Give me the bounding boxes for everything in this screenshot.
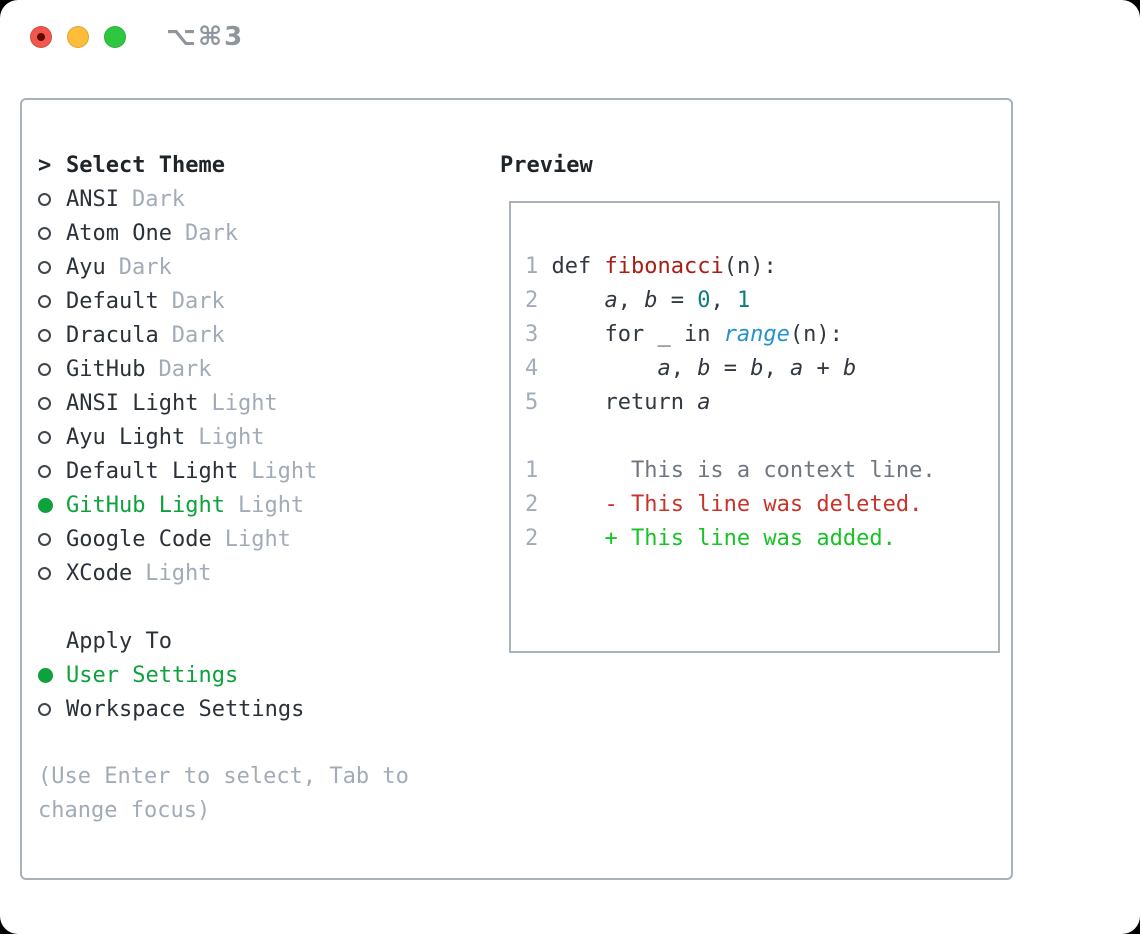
theme-list-header: > Select Theme [38,148,490,182]
spacer [38,726,490,760]
radio-unselected-icon [38,464,66,478]
title-bar: ⌥⌘3 [0,0,1140,74]
spacer [38,590,490,624]
theme-option-ayu-light[interactable]: Ayu Light Light [38,420,490,454]
apply-to-title: Apply To [66,628,172,654]
theme-list: > Select Theme ANSI Dark Atom One Dark A… [38,148,490,828]
theme-option-github-dark[interactable]: GitHub Dark [38,352,490,386]
radio-unselected-icon [38,532,66,546]
theme-option-atom-one-dark[interactable]: Atom One Dark [38,216,490,250]
code-line: 4 a, b = b, a + b [525,356,857,381]
radio-unselected-icon [38,226,66,240]
radio-unselected-icon [38,260,66,274]
preview-section: Preview 1 def fibonacci(n): 2 a, b = 0, … [500,148,1000,653]
radio-unselected-icon [38,396,66,410]
radio-unselected-icon [38,430,66,444]
theme-option-default-dark[interactable]: Default Dark [38,284,490,318]
radio-unselected-icon [38,192,66,206]
theme-option-google-code[interactable]: Google Code Light [38,522,490,556]
theme-option-dracula-dark[interactable]: Dracula Dark [38,318,490,352]
preview-box: 1 def fibonacci(n): 2 a, b = 0, 1 3 for … [509,201,1000,653]
preview-title: Preview [500,152,593,178]
apply-to-option-user-settings[interactable]: User Settings [38,658,490,692]
theme-option-ansi-light[interactable]: ANSI Light Light [38,386,490,420]
code-line: 2 a, b = 0, 1 [525,288,751,313]
diff-context-line: 1 This is a context line. [525,458,936,483]
close-button-icon[interactable] [30,26,52,48]
theme-option-xcode[interactable]: XCode Light [38,556,490,590]
radio-unselected-icon [38,294,66,308]
apply-to-option-workspace-settings[interactable]: Workspace Settings [38,692,490,726]
radio-selected-icon [38,497,66,513]
radio-unselected-icon [38,566,66,580]
zoom-button-icon[interactable] [104,26,126,48]
diff-added-line: 2 + This line was added. [525,526,896,551]
window-title: ⌥⌘3 [166,22,245,52]
main-panel: > Select Theme ANSI Dark Atom One Dark A… [20,98,1013,880]
preview-header: Preview [500,148,1000,182]
help-text-line-2: change focus) [38,798,211,823]
minimize-button-icon[interactable] [67,26,89,48]
code-line: 5 return a [525,390,711,415]
radio-unselected-icon [38,362,66,376]
blank-line [525,420,998,454]
selection-prompt-icon: > [38,152,52,178]
diff-deleted-line: 2 - This line was deleted. [525,492,923,517]
code-line: 1 def fibonacci(n): [525,254,777,279]
radio-selected-icon [38,667,66,683]
theme-list-title: Select Theme [66,152,225,178]
theme-option-ansi-dark[interactable]: ANSI Dark [38,182,490,216]
radio-unselected-icon [38,328,66,342]
theme-option-ayu-dark[interactable]: Ayu Dark [38,250,490,284]
code-line: 3 for _ in range(n): [525,322,843,347]
help-text-line-1: (Use Enter to select, Tab to [38,764,409,789]
radio-unselected-icon [38,702,66,716]
apply-to-header: Apply To [38,624,490,658]
theme-option-default-light[interactable]: Default Light Light [38,454,490,488]
theme-option-github-light[interactable]: GitHub Light Light [38,488,490,522]
